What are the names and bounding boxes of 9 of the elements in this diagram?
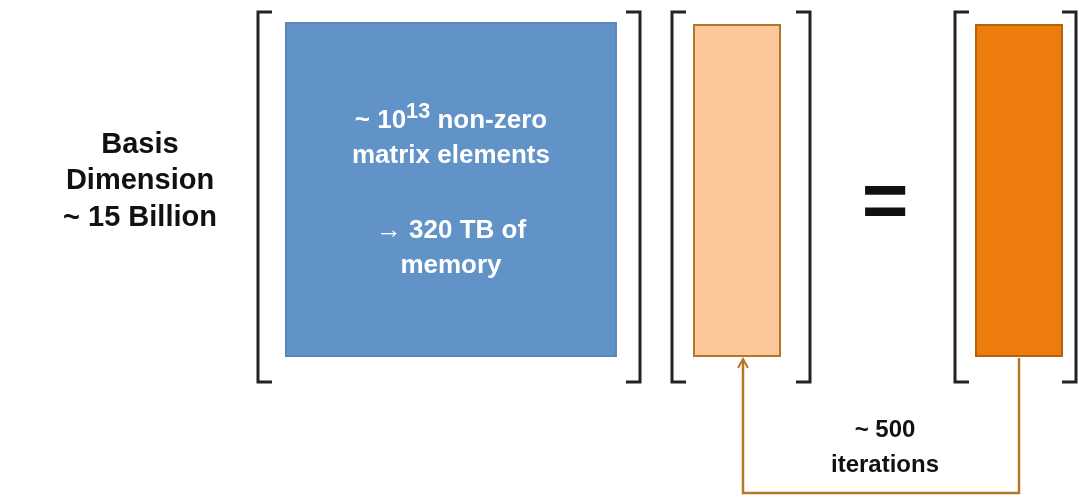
vector-block [693, 24, 781, 357]
equals-sign: = [860, 154, 910, 246]
basis-dimension-text: Basis Dimension ~ 15 Billion [62, 126, 218, 234]
edge-label: ~ 500 iterations [830, 414, 940, 479]
matrix-block [285, 22, 617, 357]
matrix-elements-text: ~ 10$^{13}$ non-zero matrix elements [351, 97, 551, 172]
feedback-arrow [737, 358, 1021, 495]
result-vector-block [975, 24, 1063, 357]
memory-text: → 320 TB of memory [374, 213, 528, 282]
